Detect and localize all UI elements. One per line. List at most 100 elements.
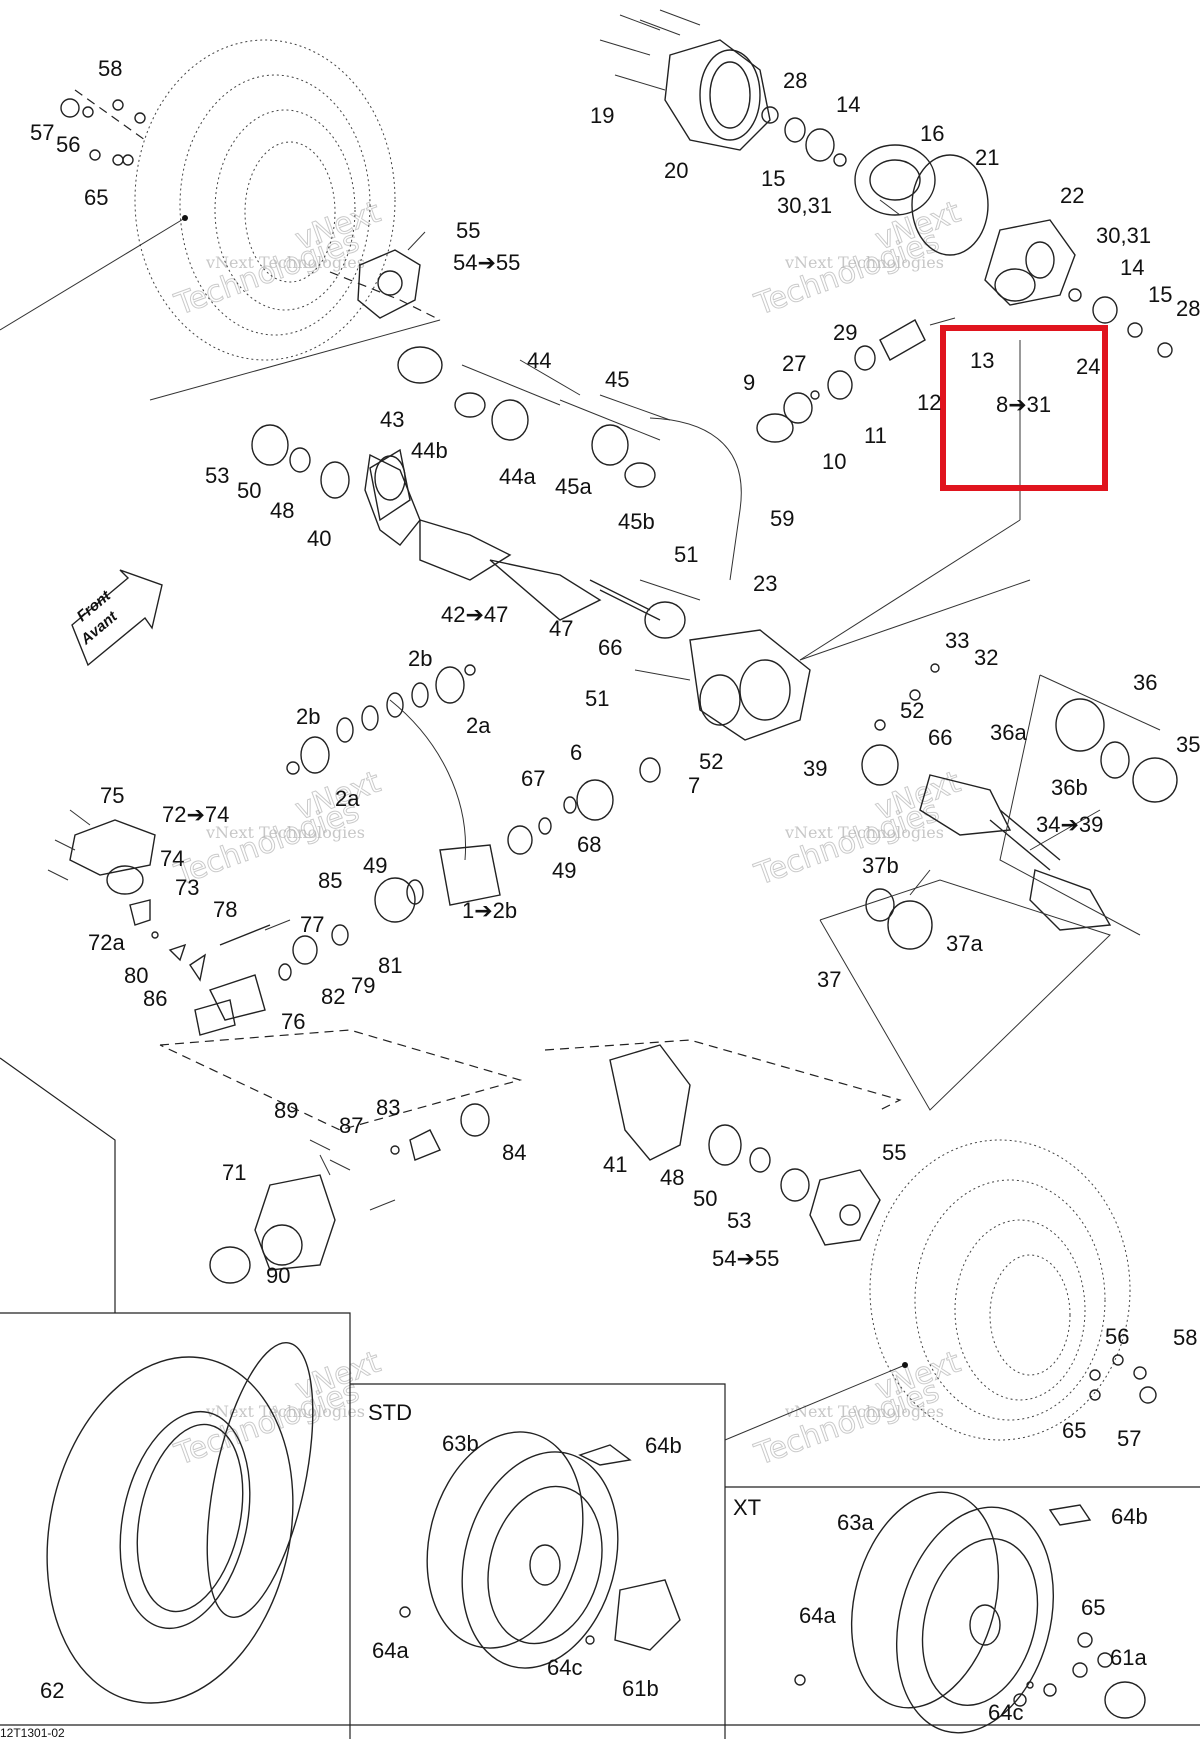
part-callout-68: 68 — [577, 832, 601, 857]
part-callout-71: 71 — [222, 1160, 246, 1185]
part-callout-45b: 45b — [618, 509, 655, 534]
part-callout-61b: 61b — [622, 1676, 659, 1701]
section-title-xt: XT — [733, 1495, 761, 1520]
front-direction-badge: Front Avant — [71, 569, 163, 667]
part-callout-6: 6 — [570, 740, 582, 765]
part-callout-9: 9 — [743, 370, 755, 395]
watermark-text: vNext Technologies — [205, 823, 365, 842]
part-callout-53a: 53 — [205, 463, 229, 488]
part-callout-55b: 55 — [882, 1140, 906, 1165]
part-callout-3031a: 30,31 — [777, 193, 832, 218]
part-callout-81: 81 — [378, 953, 402, 978]
part-callout-52b: 52 — [699, 749, 723, 774]
std-rim — [399, 1431, 681, 1669]
part-callout-50a: 50 — [237, 478, 261, 503]
wheel-hub-top — [149, 231, 441, 401]
part-callout-2b2: 2b — [296, 704, 320, 729]
part-callout-28b: 28 — [1176, 296, 1200, 321]
part-callout-13: 13 — [970, 348, 994, 373]
part-callout-52a: 52 — [900, 698, 924, 723]
part-callout-64c2: 64c — [988, 1700, 1023, 1725]
part-callout-54a: 54➔55 — [453, 250, 520, 275]
part-callout-831: 8➔31 — [996, 392, 1051, 417]
part-callout-40: 40 — [307, 526, 331, 551]
panel-frames — [0, 1057, 1200, 1739]
part-callout-29: 29 — [833, 320, 857, 345]
front-differential — [634, 579, 1031, 786]
part-callout-49b: 49 — [552, 858, 576, 883]
watermark-text: vNext Technologies — [205, 1402, 365, 1421]
part-callout-32: 32 — [974, 645, 998, 670]
part-callout-58a: 58 — [98, 56, 122, 81]
part-callout-58b: 58 — [1173, 1325, 1197, 1350]
part-callout-2a1: 2a — [466, 713, 491, 738]
part-callout-64b2: 64b — [1111, 1504, 1148, 1529]
rear-axle-shaft — [819, 674, 1178, 1111]
part-callout-84: 84 — [502, 1140, 526, 1165]
watermark-text: Technologies — [750, 224, 944, 323]
part-callout-3439: 34➔39 — [1036, 812, 1103, 837]
part-callout-65a: 65 — [84, 185, 108, 210]
xt-rim — [794, 1491, 1146, 1734]
part-callout-51b: 51 — [585, 686, 609, 711]
watermark-text: Technologies — [750, 794, 944, 893]
part-callout-12b: 1➔2b — [462, 898, 517, 923]
part-callout-45a: 45a — [555, 474, 592, 499]
part-callout-43: 43 — [380, 407, 404, 432]
part-callout-3031b: 30,31 — [1096, 223, 1151, 248]
part-callout-79: 79 — [351, 973, 375, 998]
part-callout-33: 33 — [945, 628, 969, 653]
part-callout-56b: 56 — [1105, 1324, 1129, 1349]
part-callout-64c1: 64c — [547, 1655, 582, 1680]
part-callout-41: 41 — [603, 1152, 627, 1177]
highlight-box — [940, 325, 1108, 491]
part-callout-44: 44 — [527, 348, 551, 373]
part-callout-56a: 56 — [56, 132, 80, 157]
part-callout-48b: 48 — [660, 1165, 684, 1190]
part-callout-63a: 63a — [837, 1510, 874, 1535]
part-callout-74: 74 — [160, 846, 184, 871]
part-callout-37a: 37a — [946, 931, 983, 956]
section-title-std: STD — [368, 1400, 412, 1425]
watermark-text: Technologies — [170, 1374, 364, 1473]
part-callout-63b: 63b — [442, 1431, 479, 1456]
watermark-text: Technologies — [750, 1374, 944, 1473]
part-callout-72a: 72a — [88, 930, 125, 955]
part-callout-21: 21 — [975, 145, 999, 170]
part-callout-65c: 65 — [1081, 1595, 1105, 1620]
part-callout-59: 59 — [770, 506, 794, 531]
part-callout-44b: 44b — [411, 438, 448, 463]
part-callout-14b: 14 — [1120, 255, 1144, 280]
part-callout-10: 10 — [822, 449, 846, 474]
part-callout-62: 62 — [40, 1678, 64, 1703]
part-callout-15b: 15 — [1148, 282, 1172, 307]
part-callout-47: 47 — [549, 616, 573, 641]
part-callout-64a2: 64a — [799, 1603, 836, 1628]
drive-coupler — [286, 664, 661, 923]
shift-housing — [209, 1103, 490, 1284]
part-callout-5455b: 54➔55 — [712, 1246, 779, 1271]
wheel-nuts-top-left — [60, 89, 146, 166]
part-callout-65b: 65 — [1062, 1418, 1086, 1443]
front-left-wheel — [0, 39, 396, 361]
part-callout-37b: 37b — [862, 853, 899, 878]
part-callout-16: 16 — [920, 121, 944, 146]
part-callout-73: 73 — [175, 875, 199, 900]
part-callout-36a: 36a — [990, 720, 1027, 745]
part-callout-51a: 51 — [674, 542, 698, 567]
part-callout-77: 77 — [300, 912, 324, 937]
part-callout-48a: 48 — [270, 498, 294, 523]
rear-right-wheel — [724, 1139, 1157, 1441]
part-callout-15a: 15 — [761, 166, 785, 191]
part-callout-45: 45 — [605, 367, 629, 392]
part-callout-7274: 72➔74 — [162, 802, 229, 827]
part-callout-66a: 66 — [598, 635, 622, 660]
part-callout-24: 24 — [1076, 354, 1100, 379]
rear-knuckle — [544, 1039, 902, 1246]
part-callout-19: 19 — [590, 103, 614, 128]
diagram-reference-code: 12T1301-02 — [0, 1726, 65, 1739]
part-callout-83: 83 — [376, 1095, 400, 1120]
watermark-text: vNext Technologies — [205, 253, 365, 272]
